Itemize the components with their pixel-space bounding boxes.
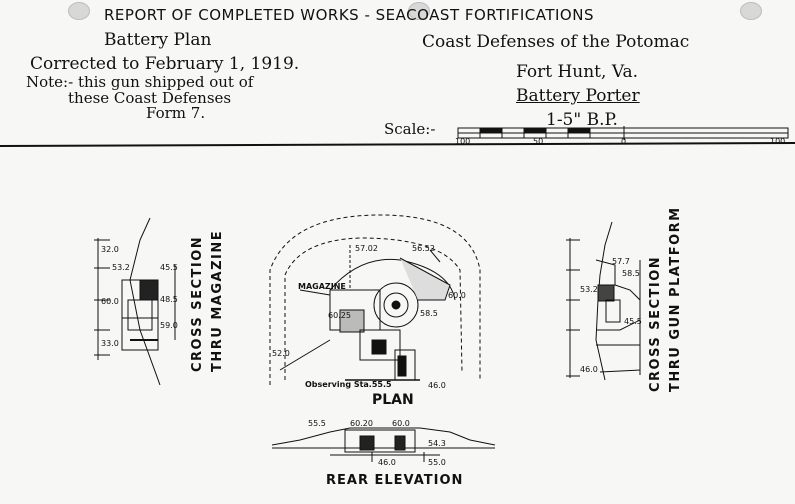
header-divider — [0, 142, 795, 147]
report-title: REPORT OF COMPLETED WORKS - SEACOAST FOR… — [104, 6, 594, 24]
magazine-label: MAGAZINE — [298, 282, 346, 291]
form-number: Form 7. — [146, 104, 206, 122]
dimension-label: 58.5 — [622, 269, 640, 278]
gun-section-drawing — [566, 221, 641, 381]
dimension-label: 46.0 — [428, 381, 446, 390]
battery-plan-label: Battery Plan — [104, 30, 212, 50]
scale-tick-label: 0 — [621, 137, 627, 146]
section-magazine-subtitle: THRU MAGAZINE — [210, 229, 225, 372]
dimension-label: 60.0 — [392, 419, 410, 428]
coast-defenses-label: Coast Defenses of the Potomac — [422, 32, 690, 52]
punch-hole — [68, 2, 90, 20]
observing-station-label: Observing Sta.55.5 — [305, 380, 392, 389]
dimension-label: 53.2 — [580, 285, 598, 294]
dimension-label: 58.5 — [420, 309, 438, 318]
dimension-label: 55.5 — [308, 419, 326, 428]
dimension-label: 32.0 — [101, 245, 119, 254]
dimension-label: 59.0 — [160, 321, 178, 330]
scale-tick-label: 100 — [455, 137, 471, 146]
punch-hole — [408, 2, 430, 20]
scale-bar — [457, 126, 789, 140]
dimension-label: 60.0 — [448, 291, 466, 300]
dimension-label: 52.0 — [272, 349, 290, 358]
dimension-label: 48.5 — [160, 295, 178, 304]
dimension-label: 60.0 — [101, 297, 119, 306]
dimension-label: 60.25 — [328, 311, 351, 320]
section-magazine-title: CROSS SECTION — [190, 235, 205, 372]
scale-label: Scale:- — [384, 120, 436, 138]
dimension-label: 57.02 — [355, 244, 378, 253]
plan-label: PLAN — [372, 392, 414, 408]
dimension-label: 46.0 — [580, 365, 598, 374]
dimension-label: 56.52 — [412, 244, 435, 253]
gun-spec: 1-5" B.P. — [546, 110, 618, 130]
dimension-label: 45.5 — [624, 317, 642, 326]
dimension-label: 54.3 — [428, 439, 446, 448]
section-gun-subtitle: THRU GUN PLATFORM — [668, 206, 683, 392]
rear-elevation-drawing — [271, 427, 496, 462]
dimension-label: 33.0 — [101, 339, 119, 348]
dimension-label: 55.0 — [428, 458, 446, 467]
dimension-label: 45.5 — [160, 263, 178, 272]
punch-hole — [740, 2, 762, 20]
magazine-section-drawing — [94, 217, 176, 386]
section-gun-title: CROSS SECTION — [648, 255, 663, 392]
corrected-date: Corrected to February 1, 1919. — [30, 54, 300, 74]
note-line-1: Note:- this gun shipped out of — [26, 73, 254, 91]
plan-drawing — [269, 214, 481, 385]
rear-elevation-label: REAR ELEVATION — [326, 473, 464, 488]
dimension-label: 57.7 — [612, 257, 630, 266]
fort-name: Fort Hunt, Va. — [516, 62, 639, 82]
dimension-label: 60.20 — [350, 419, 373, 428]
dimension-label: 46.0 — [378, 458, 396, 467]
note-line-2: these Coast Defenses — [68, 89, 232, 107]
dimension-label: 53.2 — [112, 263, 130, 272]
battery-name: Battery Porter — [516, 86, 640, 106]
scale-tick-label: 100 — [770, 137, 786, 146]
scale-tick-label: 50 — [533, 137, 544, 146]
